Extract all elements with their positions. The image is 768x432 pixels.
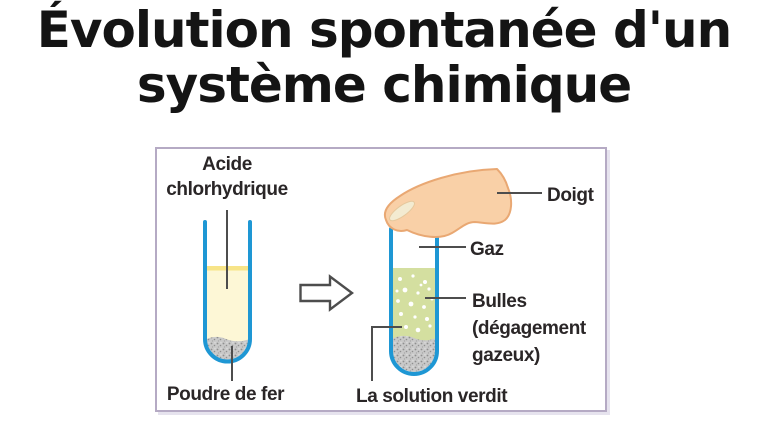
iron-powder-label: Poudre de fer	[166, 384, 285, 405]
bubbles-label: Bulles (dégagement gazeux)	[472, 291, 586, 366]
page-title: Évolution spontanée d'un système chimiqu…	[0, 3, 768, 113]
solution-label: La solution verdit	[356, 386, 508, 407]
page-title-line1: Évolution spontanée d'un	[36, 1, 732, 59]
acid-label: Acide chlorhydrique	[166, 154, 288, 200]
gas-label: Gaz	[470, 239, 504, 260]
page-title-line2: système chimique	[136, 56, 632, 114]
finger-label: Doigt	[547, 185, 594, 206]
